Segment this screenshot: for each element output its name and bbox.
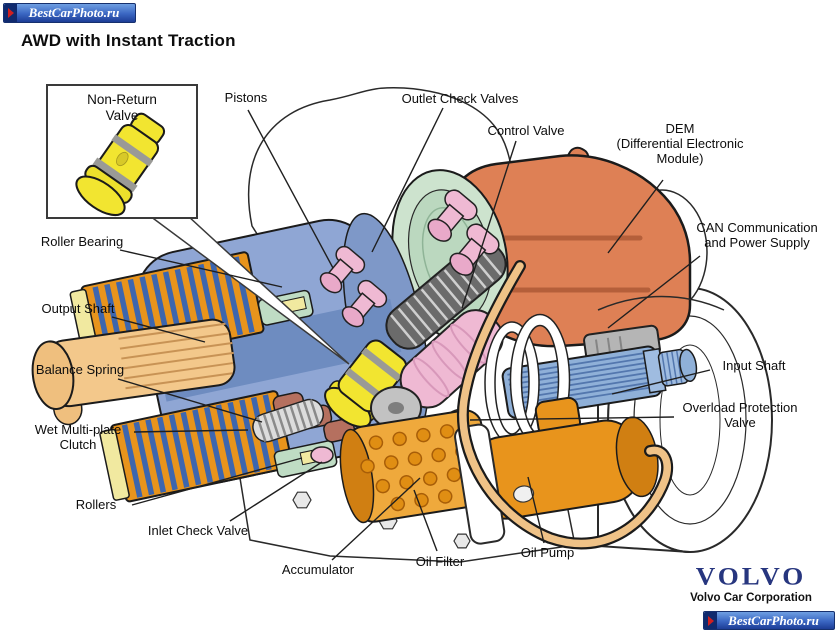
label-inlet-check-valve: Inlet Check Valve — [147, 523, 249, 538]
page-title: AWD with Instant Traction — [21, 31, 236, 50]
label-wet-multi-plate-clutch: Wet Multi-plate Clutch — [34, 422, 122, 453]
leader-line — [247, 109, 334, 269]
leader-line — [331, 477, 421, 561]
watermark-bottom: BestCarPhoto.ru — [703, 611, 835, 630]
leader-line — [527, 476, 545, 544]
leader-line — [607, 255, 701, 329]
label-accumulator: Accumulator — [281, 562, 355, 577]
leader-line — [607, 179, 664, 254]
non-return-valve-callout-shape — [75, 112, 166, 217]
label-can-communication: CAN Communication and Power Supply — [696, 220, 818, 251]
watermark-arrow-icon — [4, 4, 17, 22]
leader-line — [111, 316, 206, 343]
leader-lines — [111, 107, 711, 561]
label-pistons: Pistons — [224, 90, 268, 105]
pistons-shape — [310, 189, 500, 464]
dem-module-shape — [450, 146, 725, 348]
callout-box-shape — [46, 84, 350, 365]
leader-line — [131, 457, 303, 506]
watermark-arrow-icon — [704, 612, 717, 629]
label-dem: DEM (Differential Electronic Module) — [616, 121, 744, 167]
watermark-bottom-text: BestCarPhoto.ru — [728, 612, 819, 628]
leader-line — [469, 416, 675, 421]
label-roller-bearing: Roller Bearing — [40, 234, 124, 249]
label-oil-pump: Oil Pump — [520, 545, 575, 560]
label-outlet-check-valves: Outlet Check Valves — [401, 91, 519, 106]
leader-line — [117, 378, 263, 423]
balance-spring-shape — [252, 398, 325, 443]
bolt-icon — [453, 533, 471, 549]
inlet-check-valve-shape — [310, 446, 334, 464]
watermark-top-text: BestCarPhoto.ru — [28, 5, 120, 20]
output-shaft-shape — [31, 318, 236, 426]
leader-line — [133, 429, 249, 433]
label-output-shaft: Output Shaft — [41, 301, 115, 316]
label-oil-filter: Oil Filter — [415, 554, 465, 569]
leader-line — [229, 461, 323, 522]
volvo-logo: VOLVO — [695, 562, 807, 590]
leader-line — [371, 107, 444, 253]
non-return-valve-shape — [324, 339, 408, 428]
leader-line — [611, 369, 711, 395]
leader-line — [413, 489, 438, 552]
label-control-valve: Control Valve — [487, 123, 565, 138]
leader-line — [461, 140, 517, 309]
volvo-company-name: Volvo Car Corporation — [690, 592, 812, 604]
leader-line — [119, 249, 283, 288]
label-balance-spring: Balance Spring — [35, 362, 125, 377]
watermark-top: BestCarPhoto.ru — [3, 3, 136, 23]
oil-pipe-shape — [456, 260, 674, 550]
bolt-icon — [292, 491, 312, 509]
label-non-return-valve: Non-Return Valve — [87, 92, 157, 123]
oil-pump-shape — [470, 396, 659, 520]
label-input-shaft: Input Shaft — [722, 358, 786, 373]
label-rollers: Rollers — [75, 497, 117, 512]
label-overload-protection-valve: Overload Protection Valve — [682, 400, 798, 431]
